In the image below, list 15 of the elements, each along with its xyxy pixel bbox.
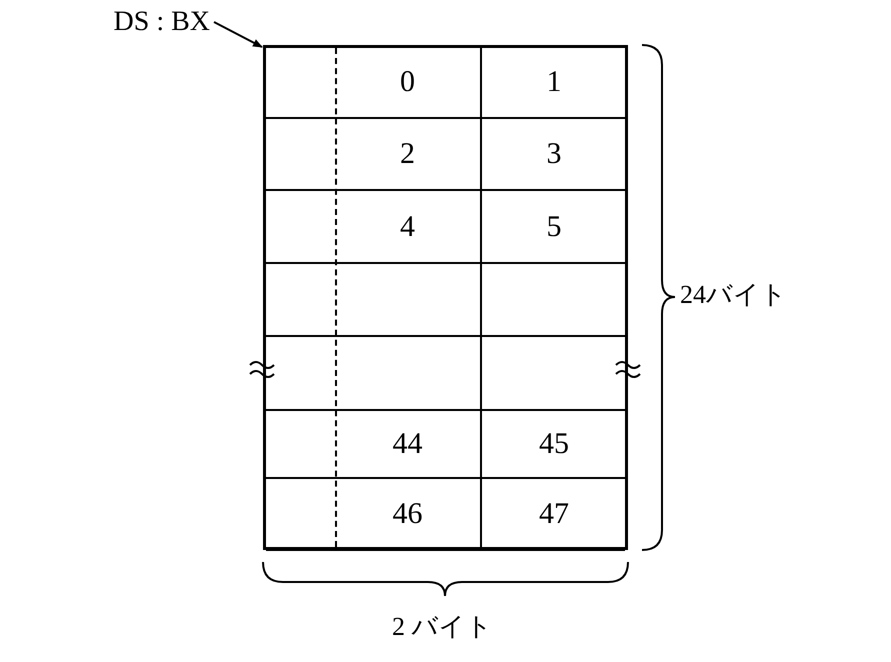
register-label: DS : BX	[114, 8, 210, 36]
size-label: 24バイト	[680, 282, 787, 308]
byte-number: 5	[546, 212, 562, 242]
byte-number: 45	[539, 429, 569, 459]
byte-number: 1	[546, 66, 562, 96]
byte-number: 4	[400, 212, 415, 242]
byte-number: 3	[546, 139, 562, 169]
size-label: 2 バイト	[392, 614, 492, 640]
byte-number: 0	[400, 66, 415, 96]
memory-table	[263, 45, 628, 550]
byte-number: 2	[400, 139, 415, 169]
byte-number: 44	[392, 429, 422, 459]
byte-number: 46	[392, 499, 422, 529]
arrow	[214, 21, 263, 48]
byte-number: 47	[539, 499, 569, 529]
